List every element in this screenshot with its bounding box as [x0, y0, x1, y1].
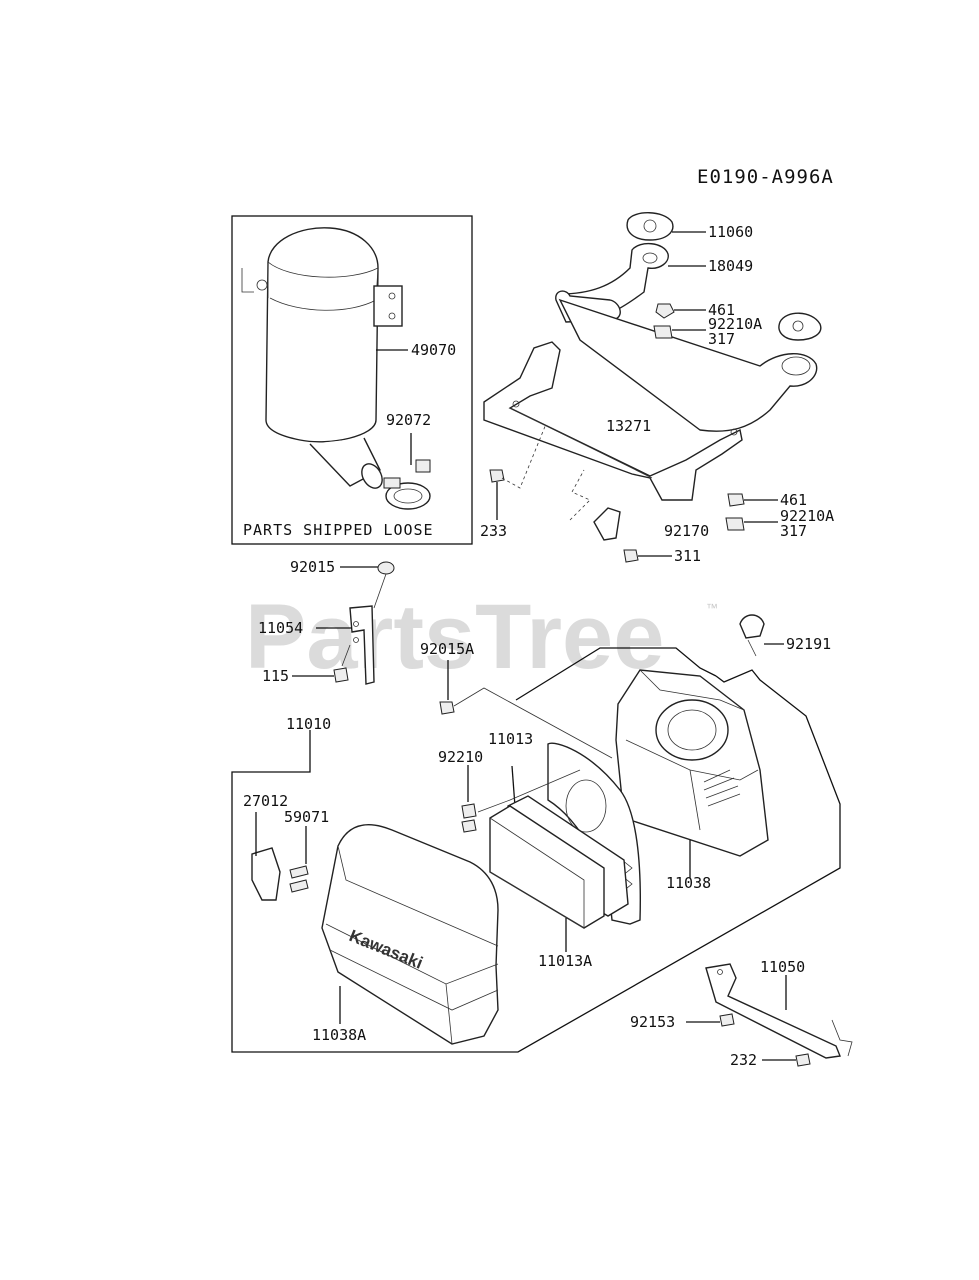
callout-461-top: 461	[708, 301, 735, 319]
callout-11050: 11050	[760, 958, 805, 976]
bracket-11050-group: 11050 92153 232	[630, 958, 853, 1069]
callout-18049: 18049	[708, 257, 753, 275]
callout-233: 233	[480, 522, 507, 540]
nut-92015a	[439, 701, 455, 715]
callout-317-top: 317	[708, 330, 735, 348]
bolt-92153	[719, 1013, 735, 1027]
trademark-symbol: ™	[706, 601, 718, 615]
nut-92210	[461, 803, 477, 819]
nut-461-top	[655, 303, 675, 319]
bracket-11054	[349, 605, 375, 685]
callout-11013a: 11013A	[538, 952, 592, 970]
bracket-92170	[593, 507, 621, 541]
callout-92170: 92170	[664, 522, 709, 540]
assembly-outline	[231, 669, 841, 1053]
callout-311: 311	[674, 547, 701, 565]
muffler-clamp	[385, 482, 431, 510]
bolt-233	[489, 469, 505, 483]
exhaust-gasket-11060	[626, 212, 674, 241]
latch-27012	[251, 847, 281, 901]
callout-11013: 11013	[488, 730, 533, 748]
callout-92072: 92072	[386, 411, 431, 429]
callout-11038a: 11038A	[312, 1026, 366, 1044]
callout-92210a-top: 92210A	[708, 315, 762, 333]
callout-11060: 11060	[708, 223, 753, 241]
callout-92015: 92015	[290, 558, 335, 576]
air-cleaner-group: 11010 92015A 92191 11038 11013	[231, 614, 841, 1053]
muffler-group: 49070 92072 PARTS SHIPPED LOOSE	[231, 215, 473, 545]
bracket-11054-group: 92015 11054 115	[258, 558, 395, 685]
callout-92191: 92191	[786, 635, 831, 653]
parts-shipped-loose-box	[231, 215, 473, 545]
parts-shipped-loose-note: PARTS SHIPPED LOOSE	[243, 521, 434, 539]
knob-92191	[739, 614, 765, 639]
bracket-11050	[705, 963, 841, 1059]
muffler-bracket	[373, 285, 403, 327]
heat-guard-13271	[483, 341, 743, 501]
muffler-body	[265, 227, 379, 443]
diagram-code: E0190-A996A	[697, 166, 834, 188]
air-cleaner-cover-11038a	[321, 824, 499, 1045]
screw-59071-a	[289, 865, 309, 879]
callout-59071: 59071	[284, 808, 329, 826]
callout-11038: 11038	[666, 874, 711, 892]
callout-11054: 11054	[258, 619, 303, 637]
watermark: PartsTree	[245, 586, 664, 688]
nut-311	[623, 549, 639, 563]
exhaust-pipe-right	[558, 298, 818, 432]
callout-115: 115	[262, 667, 289, 685]
bolt-232	[795, 1053, 811, 1067]
callout-49070: 49070	[411, 341, 456, 359]
nut-92210a-top	[653, 325, 673, 339]
bolt-115	[333, 667, 349, 683]
callout-92210: 92210	[438, 748, 483, 766]
callout-92153: 92153	[630, 1013, 675, 1031]
nut-92015	[377, 561, 395, 575]
exhaust-gasket-right	[778, 312, 822, 341]
nut-461-bottom	[727, 493, 745, 507]
callout-92210a-bottom: 92210A	[780, 507, 834, 525]
callout-461-bottom: 461	[780, 491, 807, 509]
air-cleaner-base-11038	[615, 669, 769, 857]
callout-27012: 27012	[243, 792, 288, 810]
callout-317-bottom: 317	[780, 522, 807, 540]
exhaust-group: 11060 18049 461 92210A 317 13271 233	[480, 212, 834, 565]
screw-59071-b	[289, 879, 309, 893]
callout-11010: 11010	[286, 715, 331, 733]
callout-232: 232	[730, 1051, 757, 1069]
callout-92015a: 92015A	[420, 640, 474, 658]
callout-13271: 13271	[606, 417, 651, 435]
nut-92210a-bottom	[725, 517, 745, 531]
